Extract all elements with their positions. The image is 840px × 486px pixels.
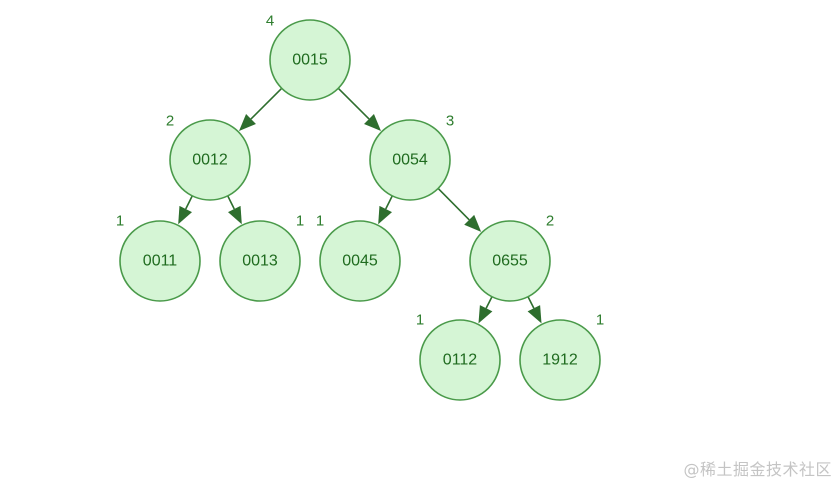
node-label: 0013 <box>242 253 278 270</box>
node-label: 0054 <box>392 152 428 169</box>
arrow-head <box>464 214 482 232</box>
tree-node-0011: 0011 1 <box>116 213 201 302</box>
edge-0012-0013 <box>227 195 242 225</box>
edge-line <box>185 195 193 210</box>
node-height-label: 1 <box>296 213 304 230</box>
node-height-label: 4 <box>266 13 274 30</box>
node-height-label: 2 <box>166 113 174 130</box>
node-circle <box>469 220 551 302</box>
edge-0655-1912 <box>527 296 542 324</box>
edge-0054-0045 <box>378 195 393 225</box>
edge-0015-0054 <box>337 87 382 132</box>
node-circle <box>519 319 601 401</box>
node-circle <box>169 119 251 201</box>
node-label: 0045 <box>342 253 378 270</box>
edges-layer <box>178 87 542 324</box>
arrow-head <box>478 305 493 324</box>
edge-line <box>227 195 235 210</box>
node-label: 0655 <box>492 253 528 270</box>
node-label: 0012 <box>192 152 228 169</box>
tree-node-0655: 0655 2 <box>469 213 554 302</box>
arrow-head <box>378 205 393 225</box>
edge-line <box>437 187 470 221</box>
arrow-head <box>227 205 242 225</box>
node-circle <box>119 220 201 302</box>
tree-node-0045: 0045 1 <box>316 213 401 302</box>
node-height-label: 2 <box>546 213 554 230</box>
edge-line <box>250 87 283 120</box>
tree-node-0012: 0012 2 <box>166 113 251 201</box>
edge-line <box>527 296 535 309</box>
edge-0015-0012 <box>238 87 283 132</box>
tree-node-0054: 0054 3 <box>369 113 454 201</box>
node-height-label: 1 <box>316 213 324 230</box>
tree-node-0013: 0013 1 <box>219 213 304 302</box>
watermark: @稀土掘金技术社区 <box>683 460 832 479</box>
arrow-head <box>364 114 382 132</box>
node-label: 1912 <box>542 352 578 369</box>
tree-node-0015: 0015 4 <box>266 13 351 101</box>
node-circle <box>369 119 451 201</box>
node-height-label: 1 <box>116 213 124 230</box>
edge-line <box>485 296 493 309</box>
edge-0054-0655 <box>437 187 482 232</box>
nodes-layer: 0015 4 0012 2 0054 3 0011 1 0013 1 0045 1 0655 2 0112 1… <box>116 13 604 401</box>
node-height-label: 3 <box>446 113 454 130</box>
node-height-label: 1 <box>596 312 604 329</box>
edge-0012-0011 <box>178 195 193 225</box>
node-label: 0112 <box>443 352 478 369</box>
node-circle <box>219 220 301 302</box>
edge-line <box>337 87 370 120</box>
edge-line <box>385 195 393 210</box>
node-circle <box>419 319 501 401</box>
edge-0655-0112 <box>478 296 493 324</box>
arrow-head <box>527 305 542 324</box>
tree-node-0112: 0112 1 <box>416 312 501 401</box>
node-circle <box>269 19 351 101</box>
arrow-head <box>238 114 256 132</box>
arrow-head <box>178 205 193 225</box>
node-label: 0015 <box>292 52 328 69</box>
node-label: 0011 <box>143 253 178 270</box>
tree-node-1912: 1912 1 <box>519 312 604 401</box>
node-circle <box>319 220 401 302</box>
node-height-label: 1 <box>416 312 424 329</box>
